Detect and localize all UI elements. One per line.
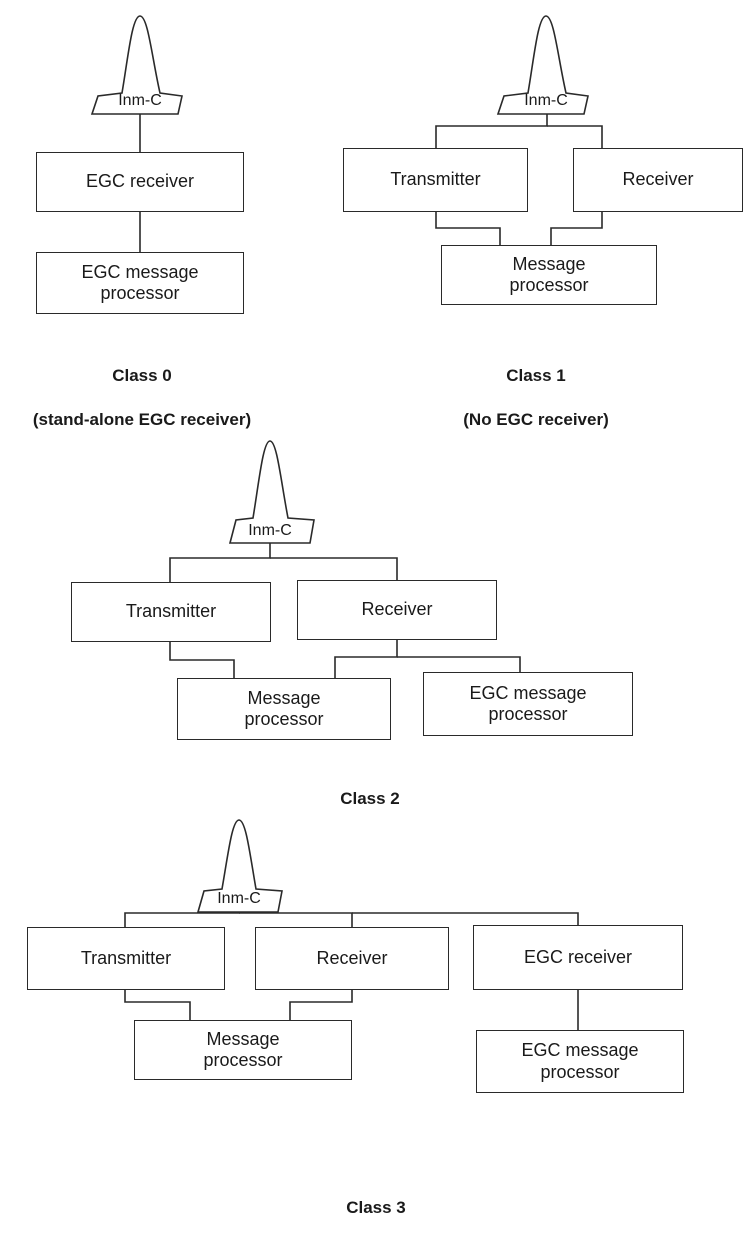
antenna-label: Inm-C — [217, 890, 261, 907]
antenna-icon — [196, 819, 283, 913]
transmitter-box: Transmitter — [343, 148, 528, 212]
transmitter-box: Transmitter — [71, 582, 271, 642]
egc-message-processor-box: EGC message processor — [476, 1030, 684, 1093]
antenna-label: Inm-C — [118, 92, 162, 109]
egc-receiver-label: EGC receiver — [85, 171, 195, 192]
receiver-box: Receiver — [297, 580, 497, 640]
class-0-title: Class 0 — [112, 366, 172, 386]
receiver-label: Receiver — [361, 599, 433, 620]
message-processor-box: Message processor — [134, 1020, 352, 1080]
class-1-title: Class 1 — [506, 366, 566, 386]
receiver-box: Receiver — [573, 148, 743, 212]
transmitter-label: Transmitter — [125, 601, 217, 622]
egc-receiver-box: EGC receiver — [36, 152, 244, 212]
transmitter-label: Transmitter — [80, 947, 172, 968]
class-3-caption: Class 3 — [316, 1175, 436, 1241]
class-3-title: Class 3 — [346, 1198, 406, 1218]
message-processor-label: Message processor — [244, 687, 324, 729]
egc-receiver-box: EGC receiver — [473, 925, 683, 990]
class-2-title: Class 2 — [340, 789, 400, 809]
antenna-icon — [496, 15, 589, 115]
antenna-label: Inm-C — [524, 92, 568, 109]
class-0-caption: Class 0 (stand-alone EGC receiver) — [0, 343, 284, 453]
transmitter-box: Transmitter — [27, 927, 225, 990]
class-0-subtitle: (stand-alone EGC receiver) — [32, 410, 252, 430]
message-processor-label: Message processor — [509, 253, 589, 295]
egc-message-processor-box: EGC message processor — [423, 672, 633, 736]
egc-message-processor-label: EGC message processor — [469, 682, 587, 724]
egc-message-processor-label: EGC message processor — [81, 261, 199, 303]
transmitter-label: Transmitter — [390, 169, 481, 190]
antenna-icon — [228, 440, 315, 544]
egc-message-processor-label: EGC message processor — [521, 1040, 639, 1082]
class-2-caption: Class 2 — [310, 766, 430, 832]
receiver-label: Receiver — [316, 947, 388, 968]
egc-receiver-label: EGC receiver — [523, 946, 633, 967]
receiver-label: Receiver — [622, 169, 694, 190]
message-processor-box: Message processor — [177, 678, 391, 740]
message-processor-label: Message processor — [203, 1028, 283, 1070]
antenna-icon — [90, 15, 183, 115]
antenna-label: Inm-C — [248, 522, 292, 539]
diagram-connectors — [90, 15, 603, 1030]
message-processor-box: Message processor — [441, 245, 657, 305]
egc-message-processor-box: EGC message processor — [36, 252, 244, 314]
receiver-box: Receiver — [255, 927, 449, 990]
class-1-caption: Class 1 (No EGC receiver) — [421, 343, 651, 453]
class-1-subtitle: (No EGC receiver) — [463, 410, 609, 430]
